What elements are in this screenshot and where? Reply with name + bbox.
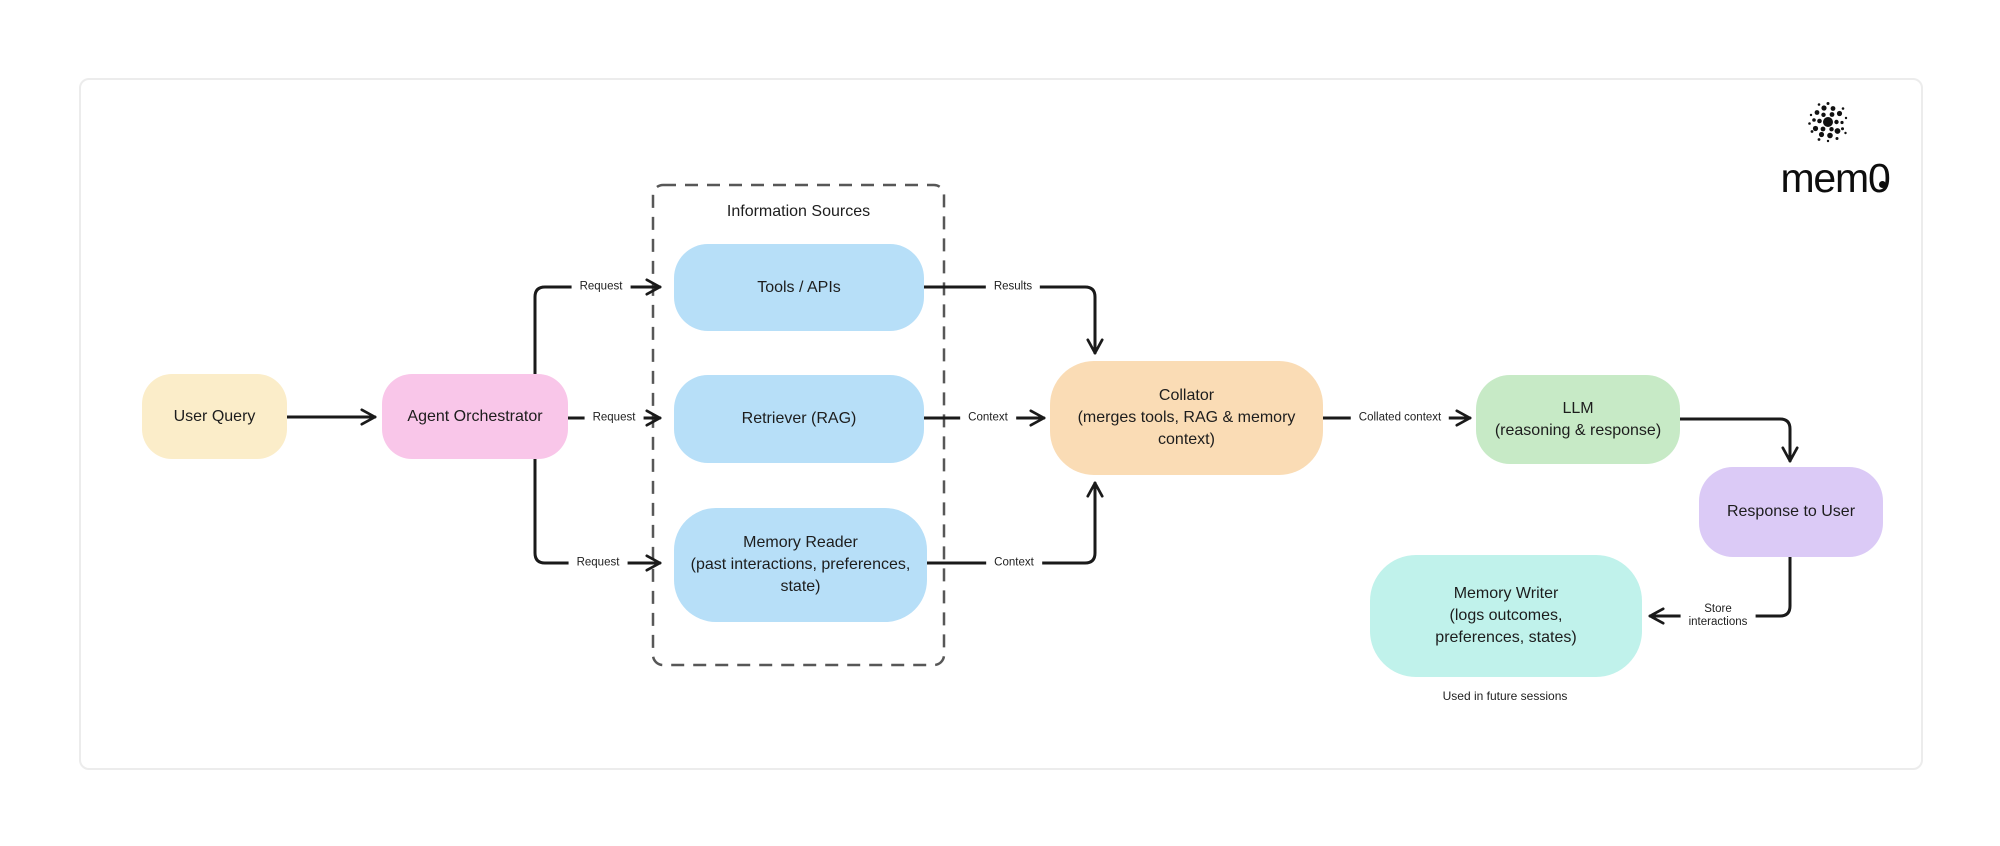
- edge-label-results: Results: [985, 278, 1041, 296]
- mem0-logo: mem0: [1760, 100, 1910, 220]
- node-tools-apis: Tools / APIs: [674, 244, 924, 331]
- edge-label-store-interactions: Store interactions: [1680, 601, 1756, 631]
- node-memory-reader-line1: Memory Reader: [743, 534, 858, 551]
- node-agent-orchestrator: Agent Orchestrator: [382, 374, 568, 459]
- node-response-to-user: Response to User: [1699, 467, 1883, 557]
- edge-label-context-mid: Context: [960, 409, 1016, 427]
- node-llm: LLM (reasoning & response): [1476, 375, 1680, 464]
- node-collator-line3: context): [1158, 431, 1215, 448]
- node-collator: Collator (merges tools, RAG & memory con…: [1050, 361, 1323, 475]
- node-memory-writer: Memory Writer (logs outcomes, preference…: [1370, 555, 1642, 677]
- caption-used-in-future-sessions: Used in future sessions: [1442, 689, 1568, 703]
- node-retriever-rag: Retriever (RAG): [674, 375, 924, 463]
- node-response-to-user-label: Response to User: [1726, 503, 1856, 520]
- edge-label-request-top: Request: [571, 278, 631, 296]
- node-collator-line1: Collator: [1158, 387, 1215, 404]
- node-user-query-label: User Query: [173, 407, 256, 425]
- edge-label-request-bottom: Request: [568, 554, 628, 572]
- node-memory-reader-line3: state): [780, 578, 821, 595]
- mem0-dot-cluster-icon: [1808, 102, 1848, 143]
- edge-label-context-bottom: Context: [986, 554, 1042, 572]
- node-memory-writer-line3: preferences, states): [1435, 629, 1577, 646]
- edge-label-request-mid: Request: [584, 409, 644, 427]
- node-llm-line1: LLM: [1562, 399, 1594, 417]
- node-agent-orchestrator-label: Agent Orchestrator: [407, 407, 543, 425]
- edge-label-store-line1: Store: [1704, 603, 1732, 615]
- node-memory-writer-line2: (logs outcomes,: [1449, 607, 1563, 624]
- edge-label-collated-context: Collated context: [1350, 409, 1450, 427]
- node-user-query: User Query: [142, 374, 287, 459]
- node-collator-line2: (merges tools, RAG & memory: [1077, 409, 1296, 426]
- information-sources-title: Information Sources: [726, 203, 871, 220]
- node-tools-apis-label: Tools / APIs: [757, 278, 841, 296]
- mem0-zero-dot: [1879, 181, 1886, 188]
- edge-label-store-line2: interactions: [1688, 616, 1748, 628]
- node-memory-writer-line1: Memory Writer: [1453, 585, 1559, 602]
- node-memory-reader-line2: (past interactions, preferences,: [690, 556, 911, 573]
- node-memory-reader: Memory Reader (past interactions, prefer…: [674, 508, 927, 622]
- mem0-wordmark: mem0: [1780, 155, 1890, 201]
- node-llm-line2: (reasoning & response): [1494, 421, 1662, 439]
- node-retriever-rag-label: Retriever (RAG): [741, 410, 857, 427]
